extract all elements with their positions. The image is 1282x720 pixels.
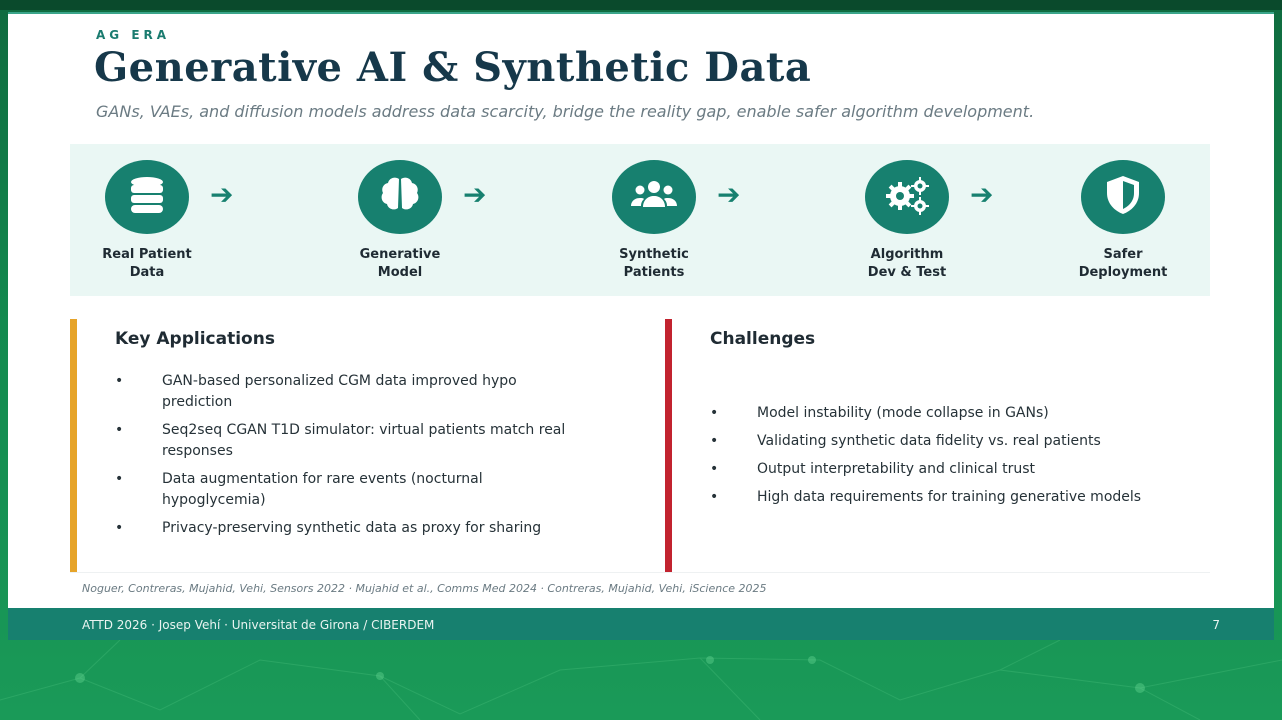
arrow-right-icon: ➔ <box>717 178 741 211</box>
shield-icon <box>1103 173 1143 221</box>
arrow-right-icon: ➔ <box>970 178 994 211</box>
flow-step-safer-deployment: Safer Deployment <box>1053 160 1193 282</box>
flow-step-algorithm-dev-test: Algorithm Dev & Test <box>837 160 977 282</box>
references: Noguer, Contreras, Mujahid, Vehi, Sensor… <box>82 582 767 595</box>
slide-title: Generative AI & Synthetic Data <box>94 44 812 91</box>
list-item: Privacy-preserving synthetic data as pro… <box>115 518 585 539</box>
flow-step-synthetic-patients: Synthetic Patients <box>584 160 724 282</box>
footer-text: ATTD 2026 · Josep Vehí · Universitat de … <box>82 618 435 632</box>
list-item: Model instability (mode collapse in GANs… <box>710 403 1190 424</box>
challenges-title: Challenges <box>710 329 816 349</box>
users-icon <box>629 175 679 219</box>
list-item: Output interpretability and clinical tru… <box>710 459 1190 480</box>
slide-subtitle: GANs, VAEs, and diffusion models address… <box>96 102 1035 121</box>
screen-top-border <box>0 0 1282 10</box>
key-applications-card: Key Applications GAN-based personalized … <box>70 319 637 573</box>
pipeline-flow: Real Patient Data ➔ Generative Model ➔ <box>70 144 1210 296</box>
challenges-list: Model instability (mode collapse in GANs… <box>710 403 1190 515</box>
flow-step-label: Synthetic Patients <box>619 247 689 280</box>
brain-icon <box>378 173 422 221</box>
flow-step-label: Real Patient Data <box>102 247 192 280</box>
flow-step-icon-circle <box>865 160 949 234</box>
key-applications-title: Key Applications <box>115 329 275 349</box>
arrow-right-icon: ➔ <box>463 178 487 211</box>
flow-step-icon-circle <box>1081 160 1165 234</box>
flow-step-label: Generative Model <box>359 247 441 280</box>
flow-step-icon-circle <box>612 160 696 234</box>
divider <box>70 572 1210 573</box>
database-icon <box>125 173 169 221</box>
flow-step-label: Algorithm Dev & Test <box>867 247 947 280</box>
flow-step-icon-circle <box>105 160 189 234</box>
list-item: Data augmentation for rare events (noctu… <box>115 469 585 511</box>
slide-footer: ATTD 2026 · Josep Vehí · Universitat de … <box>8 608 1274 640</box>
network-background-graphic <box>0 640 1282 720</box>
flow-step-generative-model: Generative Model <box>330 160 470 282</box>
arrow-right-icon: ➔ <box>210 178 234 211</box>
list-item: Seq2seq CGAN T1D simulator: virtual pati… <box>115 420 585 462</box>
flow-step-icon-circle <box>358 160 442 234</box>
gears-icon <box>882 174 932 220</box>
slide-kicker: AG ERA <box>96 28 171 42</box>
list-item: High data requirements for training gene… <box>710 487 1190 508</box>
list-item: GAN-based personalized CGM data improved… <box>115 371 585 413</box>
page-number: 7 <box>1212 618 1220 632</box>
challenges-card: Challenges Model instability (mode colla… <box>665 319 1217 573</box>
slide: AG ERA Generative AI & Synthetic Data GA… <box>8 12 1274 610</box>
flow-step-real-patient-data: Real Patient Data <box>77 160 217 282</box>
key-applications-list: GAN-based personalized CGM data improved… <box>115 371 585 546</box>
list-item: Validating synthetic data fidelity vs. r… <box>710 431 1190 452</box>
flow-step-label: Safer Deployment <box>1078 247 1168 280</box>
